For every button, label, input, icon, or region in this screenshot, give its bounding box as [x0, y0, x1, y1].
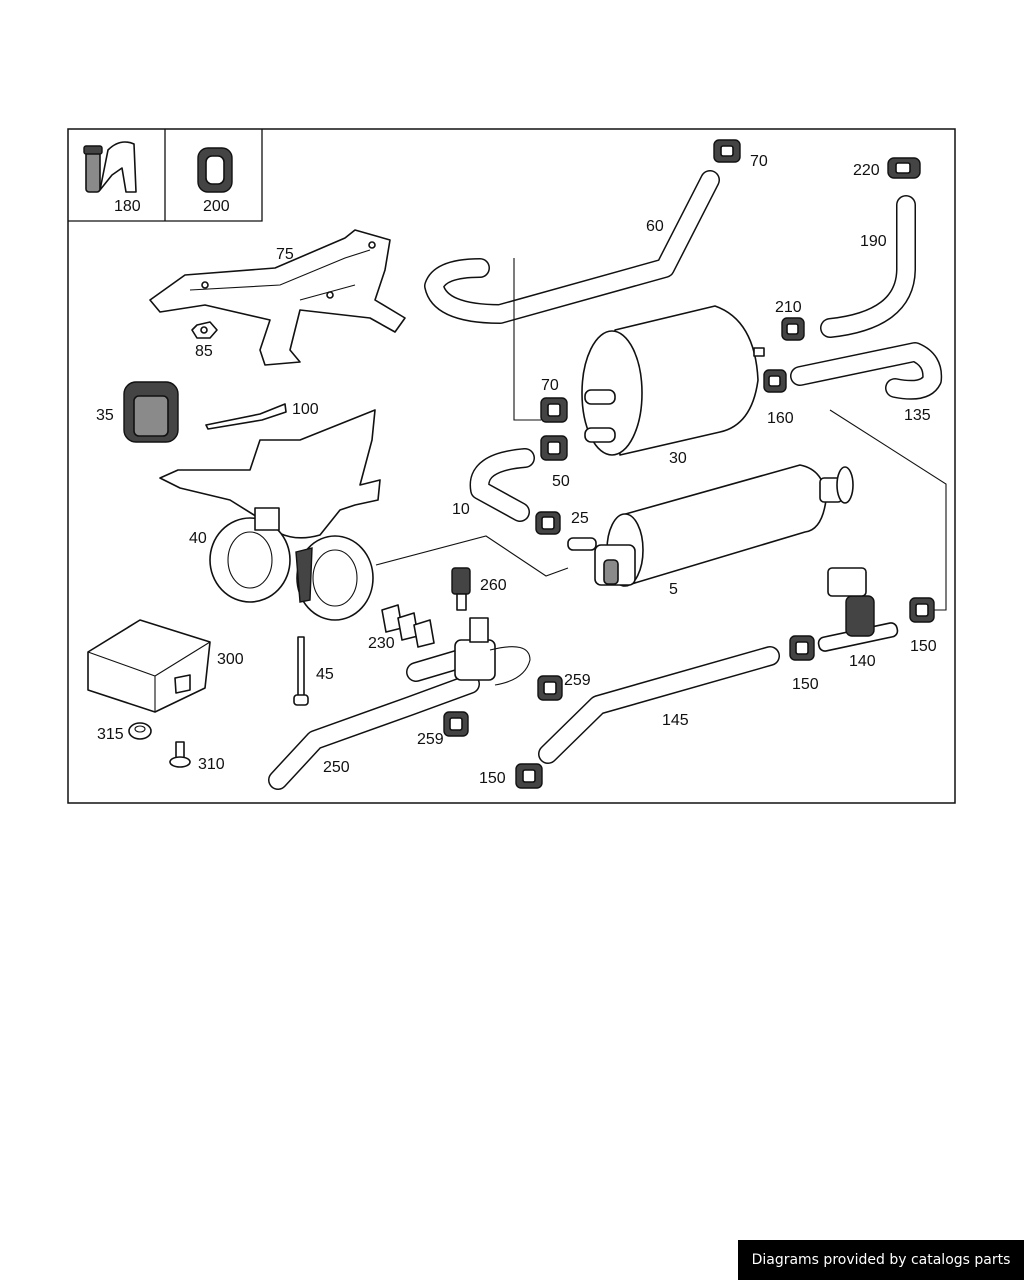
part-10-hose[interactable] [469, 448, 535, 522]
part-145-hose[interactable] [538, 646, 780, 764]
credit-banner: Diagrams provided by catalogs parts [738, 1240, 1024, 1280]
label-145: 145 [662, 712, 689, 729]
label-50: 50 [552, 473, 570, 490]
leader-lines [375, 258, 947, 611]
part-300-control-unit[interactable] [87, 619, 211, 713]
label-25: 25 [571, 510, 589, 527]
label-220: 220 [853, 162, 880, 179]
label-230: 230 [368, 635, 395, 652]
label-45: 45 [316, 666, 334, 683]
part-30-fuel-filter[interactable] [581, 305, 765, 456]
part-150-clamp-middle[interactable] [789, 635, 815, 661]
label-30: 30 [669, 450, 687, 467]
label-250: 250 [323, 759, 350, 776]
label-150-right: 150 [910, 638, 937, 655]
part-60-hose[interactable] [424, 170, 720, 324]
label-160: 160 [767, 410, 794, 427]
label-60: 60 [646, 218, 664, 235]
part-75-bracket[interactable] [149, 229, 406, 366]
part-50-clamp[interactable] [540, 435, 568, 461]
part-45-bolt[interactable] [293, 636, 309, 706]
label-75: 75 [276, 246, 294, 263]
part-220-clamp[interactable] [887, 157, 921, 179]
part-150-clamp-bottom[interactable] [515, 763, 543, 789]
label-150-bottom: 150 [479, 770, 506, 787]
part-315-grommet[interactable] [128, 722, 152, 740]
part-200-grommet[interactable] [197, 147, 233, 193]
label-70: 70 [541, 377, 559, 394]
part-259-clamp-left[interactable] [443, 711, 469, 737]
part-85-nut[interactable] [191, 321, 218, 339]
part-140-valve[interactable] [817, 567, 899, 652]
part-100-strip[interactable] [205, 403, 287, 430]
part-70-clamp-top[interactable] [713, 139, 741, 163]
label-5: 5 [669, 581, 678, 598]
label-210: 210 [775, 299, 802, 316]
part-150-clamp-right[interactable] [909, 597, 935, 623]
label-100: 100 [292, 401, 319, 418]
part-190-hose[interactable] [820, 195, 916, 338]
label-10: 10 [452, 501, 470, 518]
label-70-top: 70 [750, 153, 768, 170]
label-310: 310 [198, 756, 225, 773]
part-260-sensor[interactable] [451, 567, 471, 611]
label-259-right: 259 [564, 672, 591, 689]
part-230-clamps[interactable] [381, 604, 435, 648]
label-315: 315 [97, 726, 124, 743]
label-150-middle: 150 [792, 676, 819, 693]
part-310-stud[interactable] [169, 741, 191, 768]
part-70-clamp[interactable] [540, 397, 568, 423]
part-35-mount[interactable] [123, 381, 179, 443]
label-85: 85 [195, 343, 213, 360]
diagram-frame [67, 128, 956, 804]
part-250-hose-assembly[interactable] [268, 617, 531, 790]
part-5-fuel-pump[interactable] [567, 464, 854, 587]
label-35: 35 [96, 407, 114, 424]
part-160-clamp[interactable] [763, 369, 787, 393]
inset-boxes [68, 129, 263, 222]
part-180-bracket[interactable] [83, 141, 137, 193]
label-260: 260 [480, 577, 507, 594]
label-300: 300 [217, 651, 244, 668]
part-25-clamp[interactable] [535, 511, 561, 535]
part-40-holder[interactable] [159, 409, 381, 621]
part-259-clamp-right[interactable] [537, 675, 563, 701]
label-200: 200 [203, 198, 230, 215]
label-135: 135 [904, 407, 931, 424]
label-40: 40 [189, 530, 207, 547]
label-259-left: 259 [417, 731, 444, 748]
part-135-hose[interactable] [790, 342, 943, 400]
part-210-clamp[interactable] [781, 317, 805, 341]
label-140: 140 [849, 653, 876, 670]
label-180: 180 [114, 198, 141, 215]
label-190: 190 [860, 233, 887, 250]
